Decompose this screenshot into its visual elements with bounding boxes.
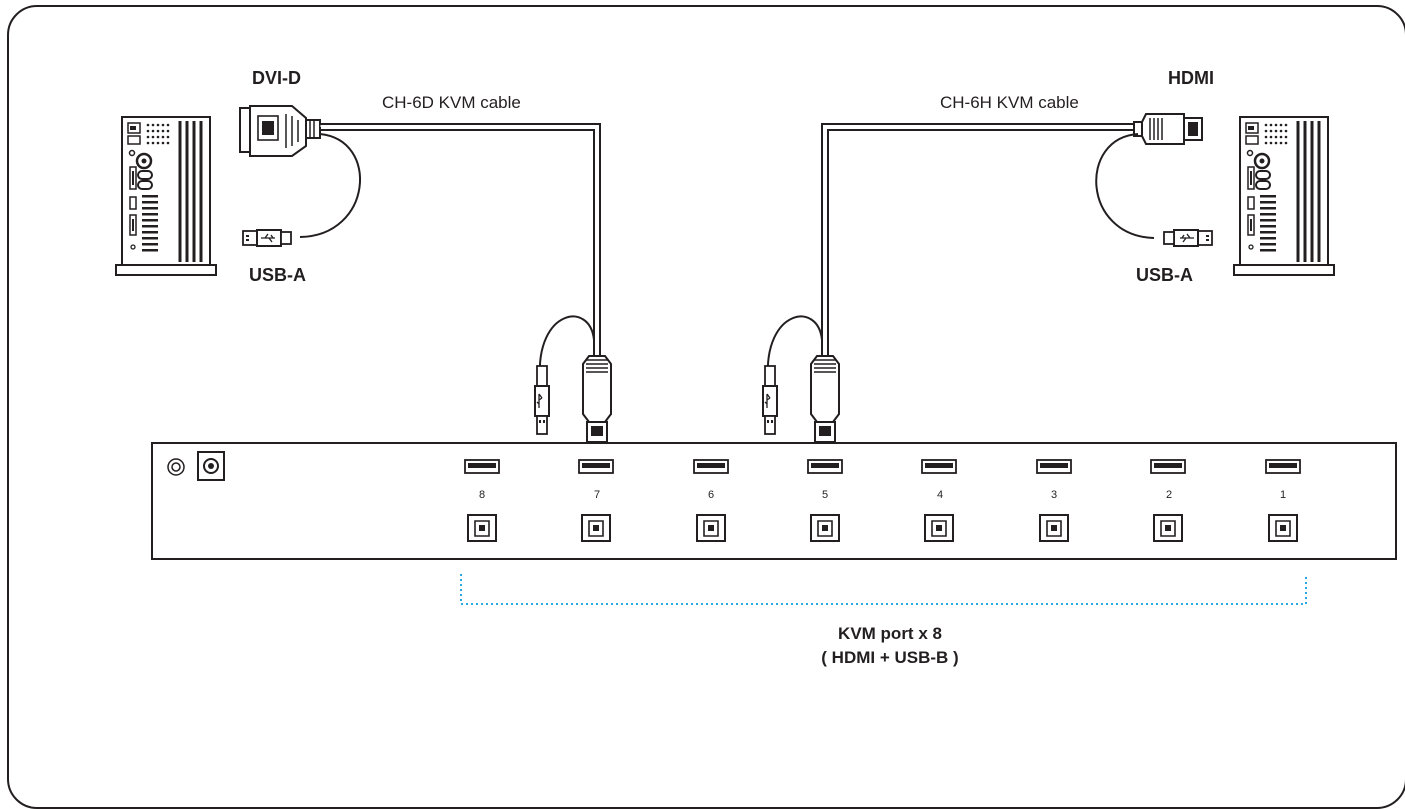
pc-left-icon — [114, 115, 218, 277]
hdmi-port-5-icon — [807, 459, 843, 474]
cable-right-label: CH-6H KVM cable — [940, 93, 1079, 112]
usb-b-port-6-icon — [696, 514, 726, 542]
ch-6h-cable — [821, 123, 1134, 358]
usb-a-left-label: USB-A — [249, 265, 306, 285]
hdmi-port-4-icon — [921, 459, 957, 474]
dvi-d-connector-icon — [239, 105, 321, 157]
port-number-1: 1 — [1279, 489, 1287, 501]
usb-cable-right — [766, 133, 1155, 379]
kvm-plugs-left-icon — [534, 355, 612, 443]
hdmi-port-1-icon — [1265, 459, 1301, 474]
port-number-7: 7 — [593, 489, 601, 501]
hdmi-port-3-icon — [1036, 459, 1072, 474]
usb-a-right-label: USB-A — [1136, 265, 1193, 285]
kvm-plugs-right-icon — [762, 355, 840, 443]
kvm-ports-sublabel: ( HDMI + USB-B ) — [821, 648, 959, 667]
port-number-6: 6 — [707, 489, 715, 501]
usb-b-port-1-icon — [1268, 514, 1298, 542]
usb-b-port-5-icon — [810, 514, 840, 542]
hdmi-label: HDMI — [1168, 68, 1214, 88]
kvm-switch — [151, 442, 1397, 560]
port-number-2: 2 — [1165, 489, 1173, 501]
dvi-d-label: DVI-D — [252, 68, 301, 88]
usb-a-plug-left-icon — [242, 229, 292, 247]
hdmi-connector-icon — [1133, 113, 1203, 145]
usb-cable-left — [299, 133, 595, 379]
hdmi-port-6-icon — [693, 459, 729, 474]
usb-a-plug-right-icon — [1163, 229, 1213, 247]
port-number-4: 4 — [936, 489, 944, 501]
ch-6d-cable — [320, 123, 601, 358]
diagram-frame — [7, 5, 1405, 809]
kvm-ports-label: KVM port x 8 — [838, 624, 942, 643]
port-number-5: 5 — [821, 489, 829, 501]
hdmi-port-2-icon — [1150, 459, 1186, 474]
usb-b-port-7-icon — [581, 514, 611, 542]
usb-b-port-4-icon — [924, 514, 954, 542]
usb-b-port-3-icon — [1039, 514, 1069, 542]
usb-b-port-8-icon — [467, 514, 497, 542]
pc-right-icon — [1232, 115, 1336, 277]
port-number-8: 8 — [478, 489, 486, 501]
port-number-3: 3 — [1050, 489, 1058, 501]
kvm-ports-bracket — [460, 574, 1307, 605]
cable-left-label: CH-6D KVM cable — [382, 93, 521, 112]
hdmi-port-8-icon — [464, 459, 500, 474]
usb-b-port-2-icon — [1153, 514, 1183, 542]
hdmi-port-7-icon — [578, 459, 614, 474]
